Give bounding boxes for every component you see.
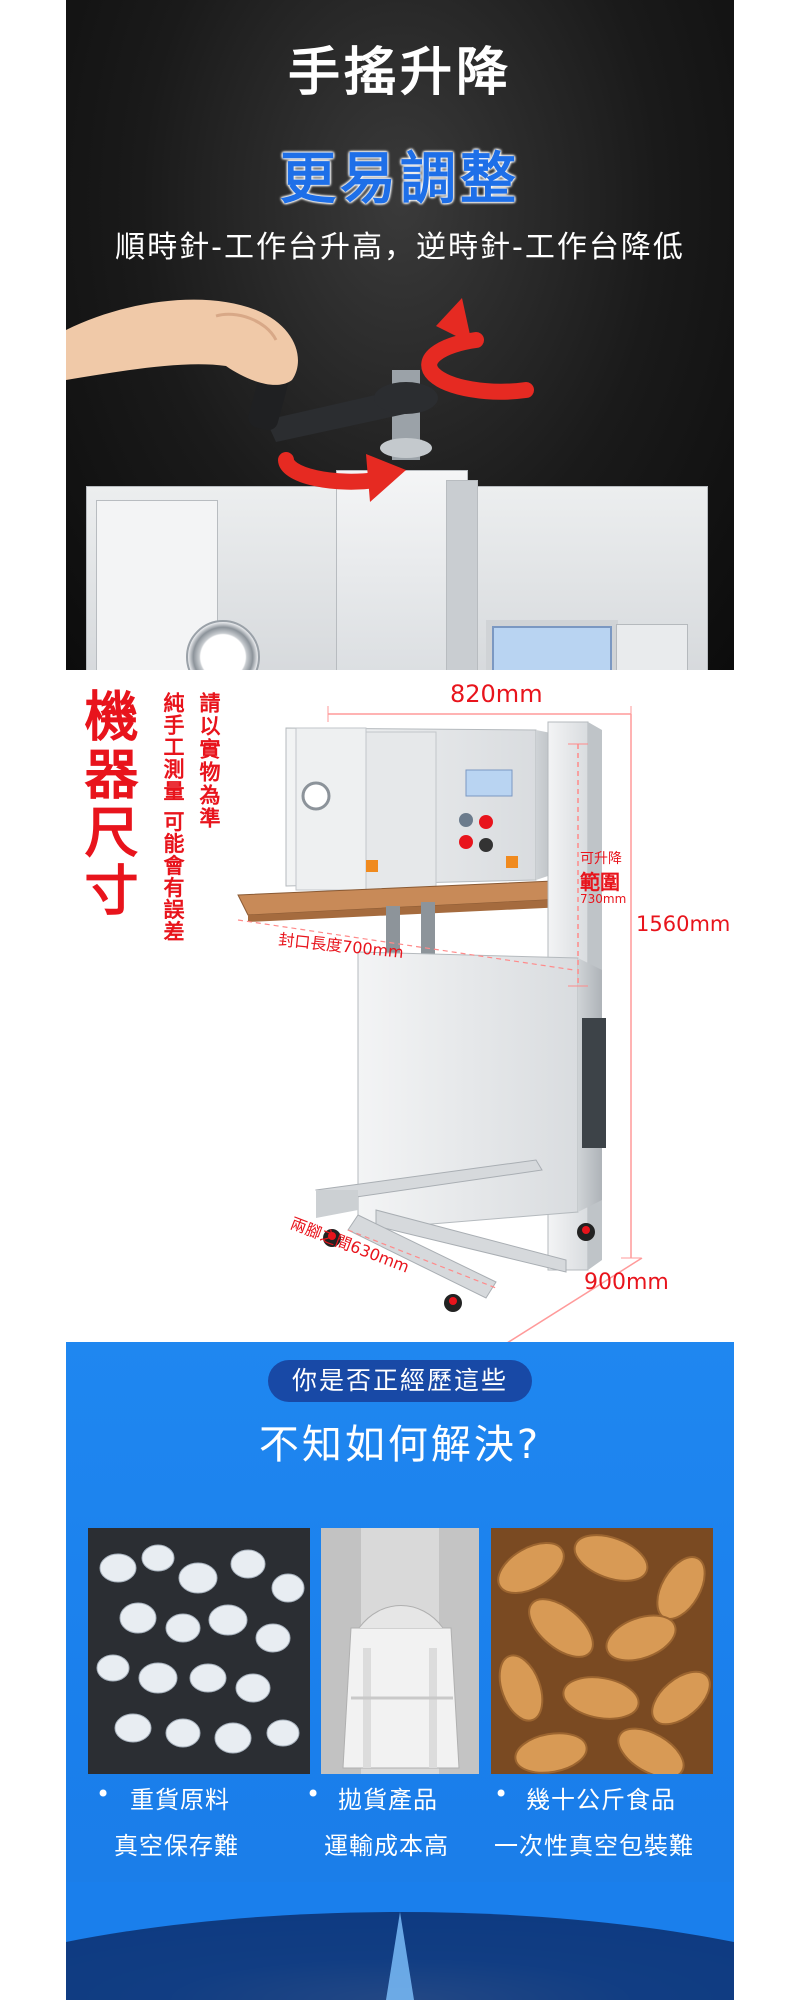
machine-drawing: [237, 706, 643, 1342]
bulk-bags-photo: [321, 1528, 479, 1774]
granules-photo: [88, 1528, 310, 1774]
seal-length-line-icon: [237, 919, 575, 971]
lift-label-2: 範圍: [580, 870, 620, 894]
item-1-line2: 真空保存難: [114, 1832, 239, 1860]
bullet-icon: •: [96, 1780, 111, 1808]
base-front-icon: [375, 1209, 567, 1273]
display-icon: [465, 769, 513, 797]
item-3-line1: 幾十公斤食品: [526, 1786, 676, 1814]
rotate-arrow-upper-head-icon: [436, 298, 472, 344]
rotate-arrow-upper-icon: [421, 332, 534, 400]
depth-label: 900mm: [584, 1270, 669, 1295]
crank-subtitle: 順時針-工作台升高，逆時針-工作台降低: [115, 230, 685, 265]
depth-line-icon: [507, 1257, 643, 1342]
problem-pill: 你是否正經歷這些: [268, 1360, 532, 1402]
bullet-icon: •: [494, 1780, 509, 1808]
hand-icon: [66, 299, 298, 385]
dimension-section: 機器尺寸 請以實物為準 純手工測量 可能會有誤差: [66, 670, 734, 1342]
crank-highlight: 更易調整: [280, 147, 520, 212]
problem-title: 不知如何解決?: [258, 1422, 542, 1468]
machine-column-edge: [446, 480, 478, 670]
item-3-line2: 一次性真空包裝難: [494, 1832, 694, 1860]
lcd-panel: [486, 620, 618, 670]
lift-label-1: 可升降: [580, 851, 622, 867]
item-2-line2: 運輸成本高: [324, 1832, 449, 1860]
motor-box-icon: [582, 1018, 606, 1148]
peanuts-photo: [491, 1528, 713, 1774]
crank-illustration: [66, 298, 534, 502]
rotate-arrow-lower-head-icon: [366, 454, 406, 502]
peanut-icon: [491, 1528, 713, 1774]
bulk-bag-icon: [321, 1528, 479, 1774]
dimension-note-1: 請以實物為準: [197, 692, 221, 830]
keypad-icon: [616, 624, 688, 670]
problem-section: 你是否正經歷這些 不知如何解決?: [66, 1342, 734, 2000]
dimension-note-2: 純手工測量 可能會有誤差: [161, 692, 185, 943]
lift-value: 730mm: [580, 892, 627, 906]
hand-crank-section: 手搖升降 更易調整 順時針-工作台升高，逆時針-工作台降低: [66, 0, 734, 670]
item-1-line1: 重貨原料: [130, 1786, 230, 1814]
item-2-line1: 拋貨產品: [338, 1786, 438, 1814]
rotate-arrow-lower-icon: [278, 452, 384, 490]
gauge-icon: [301, 781, 331, 811]
width-label: 820mm: [450, 680, 543, 708]
bottom-glow-decoration: [66, 1882, 734, 2000]
dimension-heading: 機器尺寸: [75, 688, 138, 920]
height-label: 1560mm: [636, 912, 731, 936]
red-button-icon: [479, 815, 493, 829]
granules-icon: [88, 1528, 310, 1774]
crank-title: 手搖升降: [287, 43, 512, 103]
bullet-icon: •: [306, 1780, 321, 1808]
